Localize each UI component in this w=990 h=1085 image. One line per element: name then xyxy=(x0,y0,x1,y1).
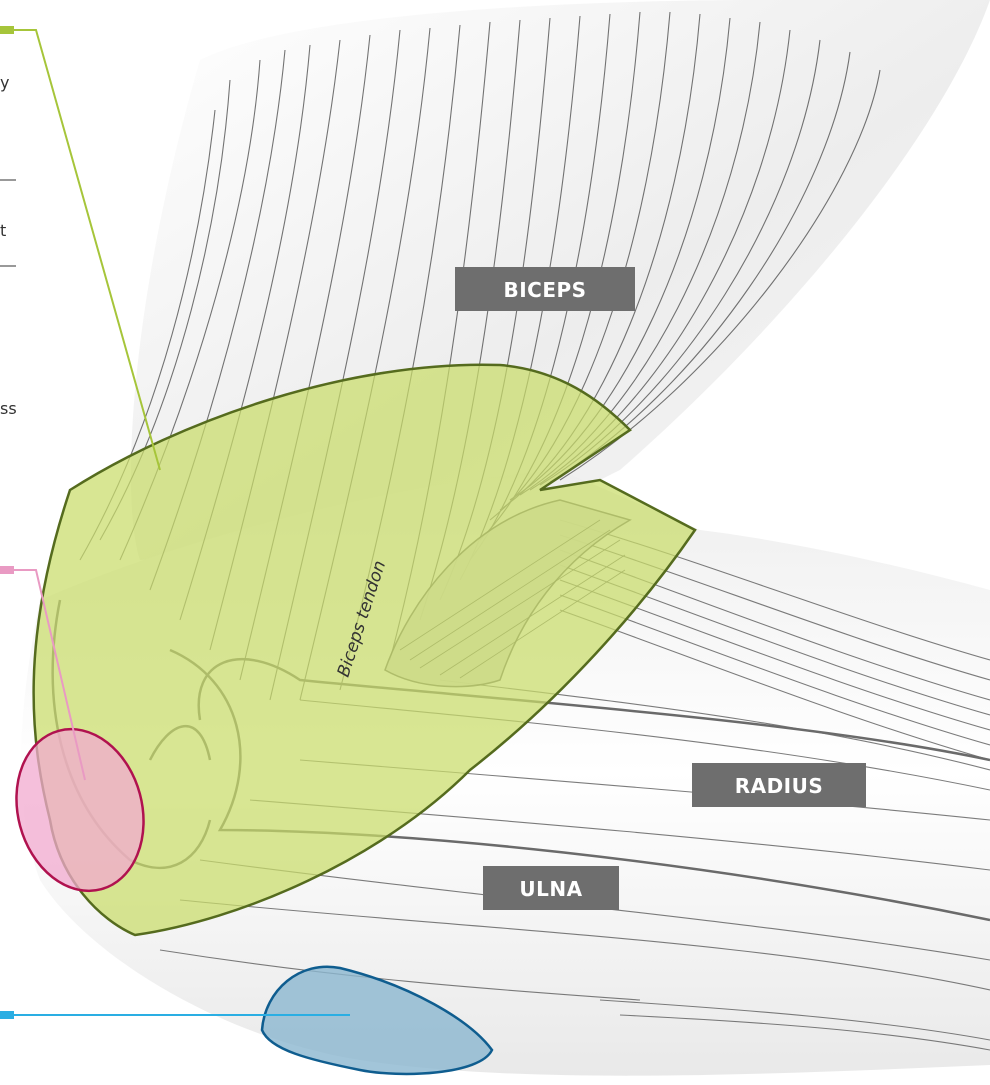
blue-region xyxy=(260,965,494,1076)
green-leader xyxy=(0,26,161,471)
label-ulna: ULNA xyxy=(483,866,619,910)
side-fragment-1: y xyxy=(0,73,9,92)
blue-leader-marker xyxy=(0,1011,14,1019)
label-biceps-text: BICEPS xyxy=(503,278,586,302)
pink-region xyxy=(15,727,145,893)
label-radius-text: RADIUS xyxy=(735,774,824,798)
label-ulna-text: ULNA xyxy=(519,877,582,901)
blue-leader xyxy=(0,1011,350,1019)
side-fragment-2: t xyxy=(0,221,6,240)
pink-leader-marker xyxy=(0,566,14,574)
pink-leader xyxy=(0,566,86,781)
green-leader-marker xyxy=(0,26,14,34)
side-fragment-3: ss xyxy=(0,399,17,418)
label-radius: RADIUS xyxy=(692,763,866,807)
label-biceps: BICEPS xyxy=(455,267,635,311)
side-text-fragments: y t ss xyxy=(0,73,17,418)
